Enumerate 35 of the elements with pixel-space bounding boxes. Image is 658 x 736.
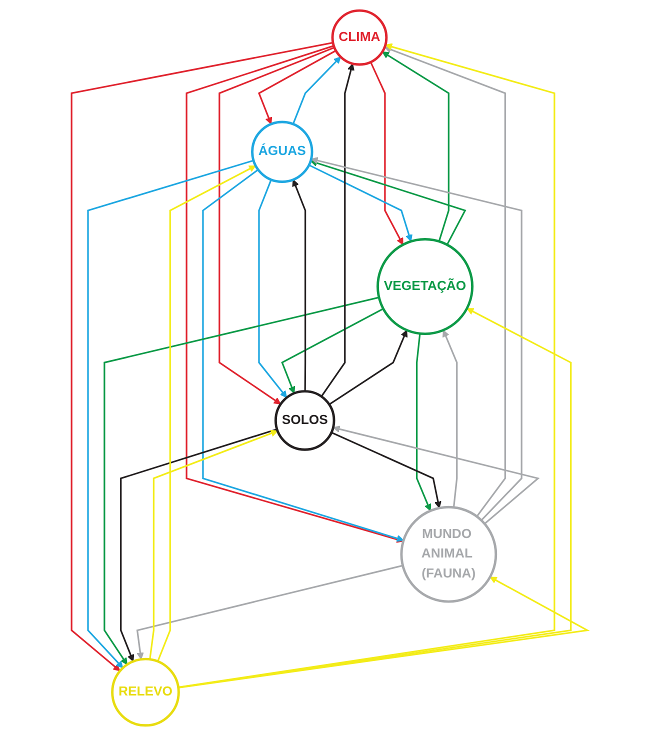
arrow <box>292 179 306 392</box>
arrow <box>70 42 333 672</box>
arrow <box>178 576 590 688</box>
arrow <box>382 51 450 242</box>
arrow <box>258 50 336 124</box>
arrow <box>258 179 287 398</box>
node-circle: MUNDO ANIMAL (FAUNA) <box>400 506 497 603</box>
arrow <box>330 432 442 508</box>
arrow <box>185 45 404 543</box>
arrow <box>202 169 404 542</box>
node-circle: RELEVO <box>110 658 180 727</box>
arrow <box>120 428 277 662</box>
node-circle: SOLOS <box>274 390 335 451</box>
arrow <box>218 46 334 404</box>
arrow <box>103 296 379 665</box>
arrow <box>332 426 540 524</box>
node-circle: VEGETAÇÃO <box>376 238 474 336</box>
arrow <box>86 160 254 668</box>
arrow <box>442 330 458 508</box>
arrow <box>136 564 403 660</box>
arrow <box>370 62 403 246</box>
arrow <box>308 164 412 242</box>
arrow <box>328 330 408 406</box>
arrow <box>280 308 384 394</box>
arrow <box>384 46 506 517</box>
arrow <box>416 333 431 512</box>
arrow <box>310 160 466 246</box>
arrow <box>178 43 555 688</box>
arrow <box>156 165 256 662</box>
arrow <box>292 56 341 124</box>
arrow <box>320 63 354 397</box>
node-circle: CLIMA <box>330 9 388 66</box>
arrow <box>148 430 278 660</box>
node-circle: ÁGUAS <box>250 120 313 183</box>
arrow <box>310 157 522 521</box>
